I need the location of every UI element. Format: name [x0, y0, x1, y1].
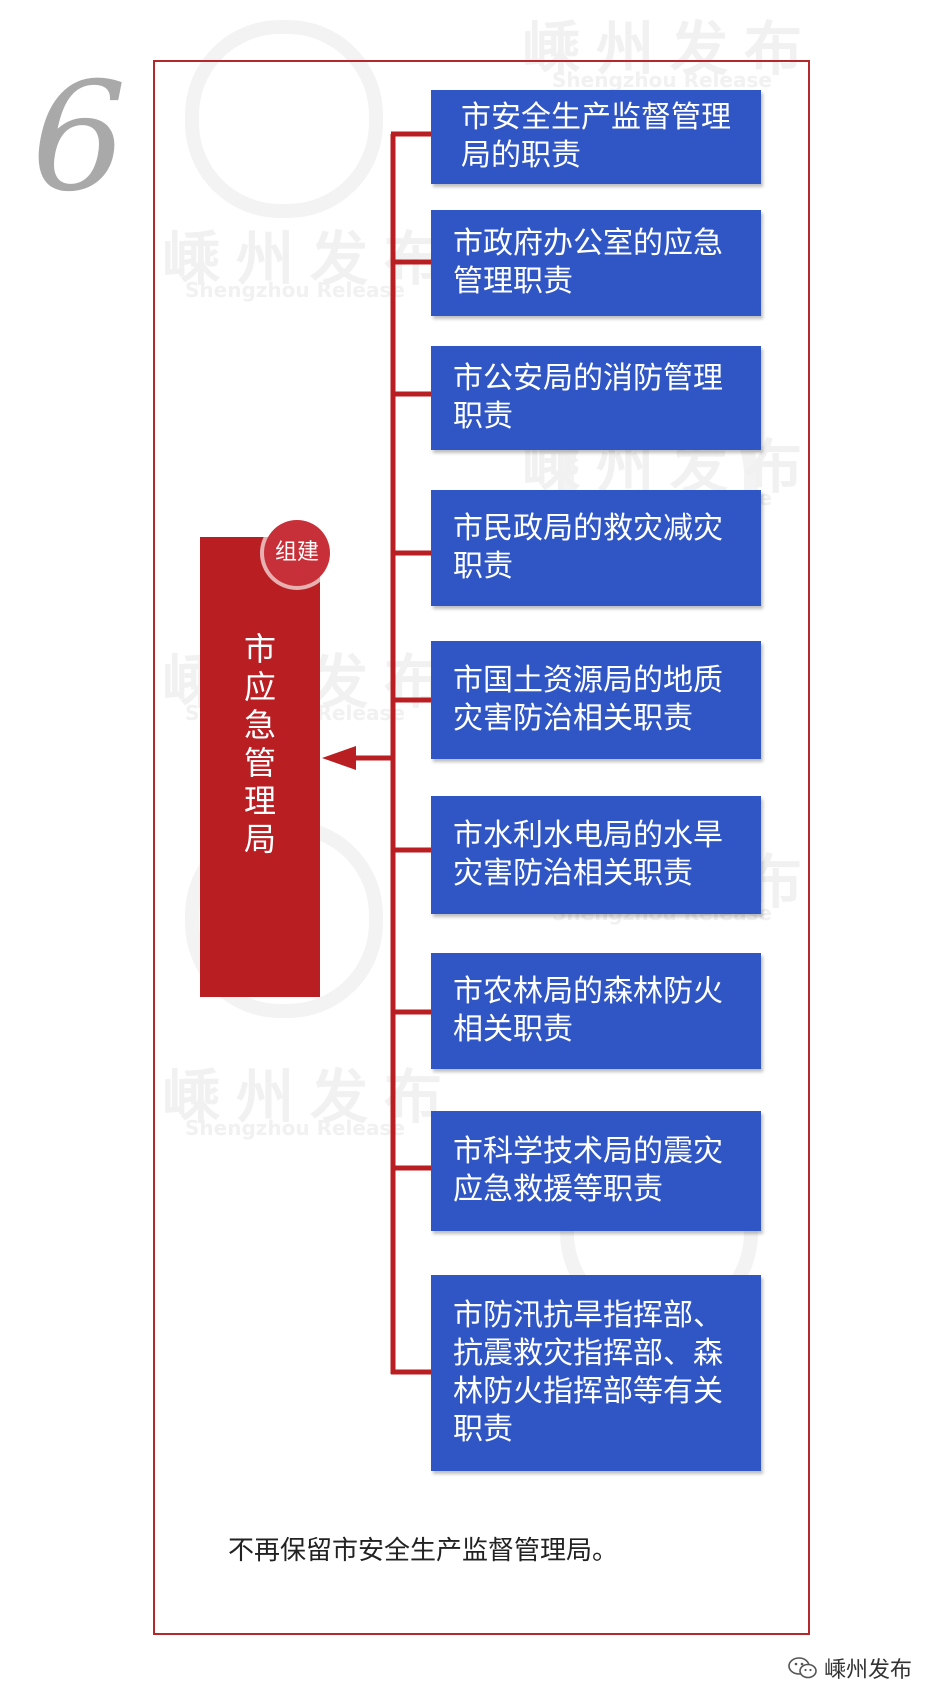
source-box-2: 市政府办公室的应急管理职责 — [431, 210, 761, 316]
source-label: 市科学技术局的震灾应急救援等职责 — [453, 1134, 723, 1207]
target-label: 市 应 急 管 理 局 — [243, 630, 276, 858]
arrowhead-left — [322, 746, 356, 770]
source-box-8: 市科学技术局的震灾应急救援等职责 — [431, 1111, 761, 1231]
source-label: 市水利水电局的水旱灾害防治相关职责 — [453, 818, 723, 891]
source-label: 市农林局的森林防火相关职责 — [453, 974, 723, 1047]
source-label: 市防汛抗旱指挥部、抗震救灾指挥部、森林防火指挥部等有关职责 — [453, 1298, 723, 1447]
source-label: 市民政局的救灾减灾职责 — [453, 511, 723, 584]
source-label: 市政府办公室的应急管理职责 — [453, 226, 723, 299]
brand-name: 嵊州发布 — [824, 1658, 913, 1683]
badge-created: 组建 — [264, 520, 330, 586]
source-label: 市公安局的消防管理职责 — [453, 361, 723, 434]
footer-note: 不再保留市安全生产监督管理局。 — [228, 1536, 619, 1566]
source-box-9: 市防汛抗旱指挥部、抗震救灾指挥部、森林防火指挥部等有关职责 — [431, 1275, 761, 1471]
diagram-frame — [153, 60, 810, 1635]
source-box-1: 市安全生产监督管理局的职责 — [431, 90, 761, 184]
brand-signature: 嵊州发布 — [788, 1652, 912, 1684]
section-number: 6 — [31, 51, 127, 225]
source-box-5: 市国土资源局的地质灾害防治相关职责 — [431, 641, 761, 759]
source-box-3: 市公安局的消防管理职责 — [431, 346, 761, 450]
target-box — [200, 537, 320, 997]
source-box-6: 市水利水电局的水旱灾害防治相关职责 — [431, 796, 761, 914]
source-box-4: 市民政局的救灾减灾职责 — [431, 490, 761, 606]
source-box-7: 市农林局的森林防火相关职责 — [431, 953, 761, 1069]
wechat-icon — [788, 1657, 817, 1679]
source-label: 市国土资源局的地质灾害防治相关职责 — [453, 663, 723, 736]
source-label: 市安全生产监督管理局的职责 — [461, 100, 731, 173]
